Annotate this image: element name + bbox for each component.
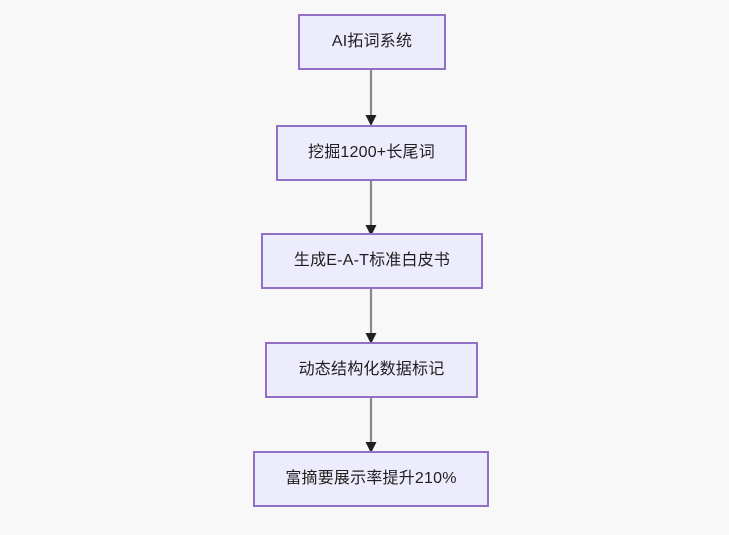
flow-node-label: AI拓词系统 [331,33,413,50]
flow-node-label: 动态结构化数据标记 [298,361,445,378]
flow-node-generate-eat-whitepaper[interactable]: 生成E-A-T标准白皮书 [261,233,483,289]
edge-n1-n2 [365,68,377,126]
flow-node-rich-snippet-impression-uplift[interactable]: 富摘要展示率提升210% [253,451,489,507]
flow-node-label: 挖掘1200+长尾词 [308,144,435,161]
flow-node-label: 富摘要展示率提升210% [285,470,457,487]
edge-n3-n4 [365,286,377,344]
edge-n2-n3 [365,178,377,236]
flow-node-label: 生成E-A-T标准白皮书 [293,252,451,269]
edge-n4-n5 [365,395,377,453]
flow-node-ai-keyword-system[interactable]: AI拓词系统 [298,14,446,70]
flow-node-dynamic-structured-data-markup[interactable]: 动态结构化数据标记 [265,342,478,398]
flow-node-mine-longtail-keywords[interactable]: 挖掘1200+长尾词 [276,125,467,181]
